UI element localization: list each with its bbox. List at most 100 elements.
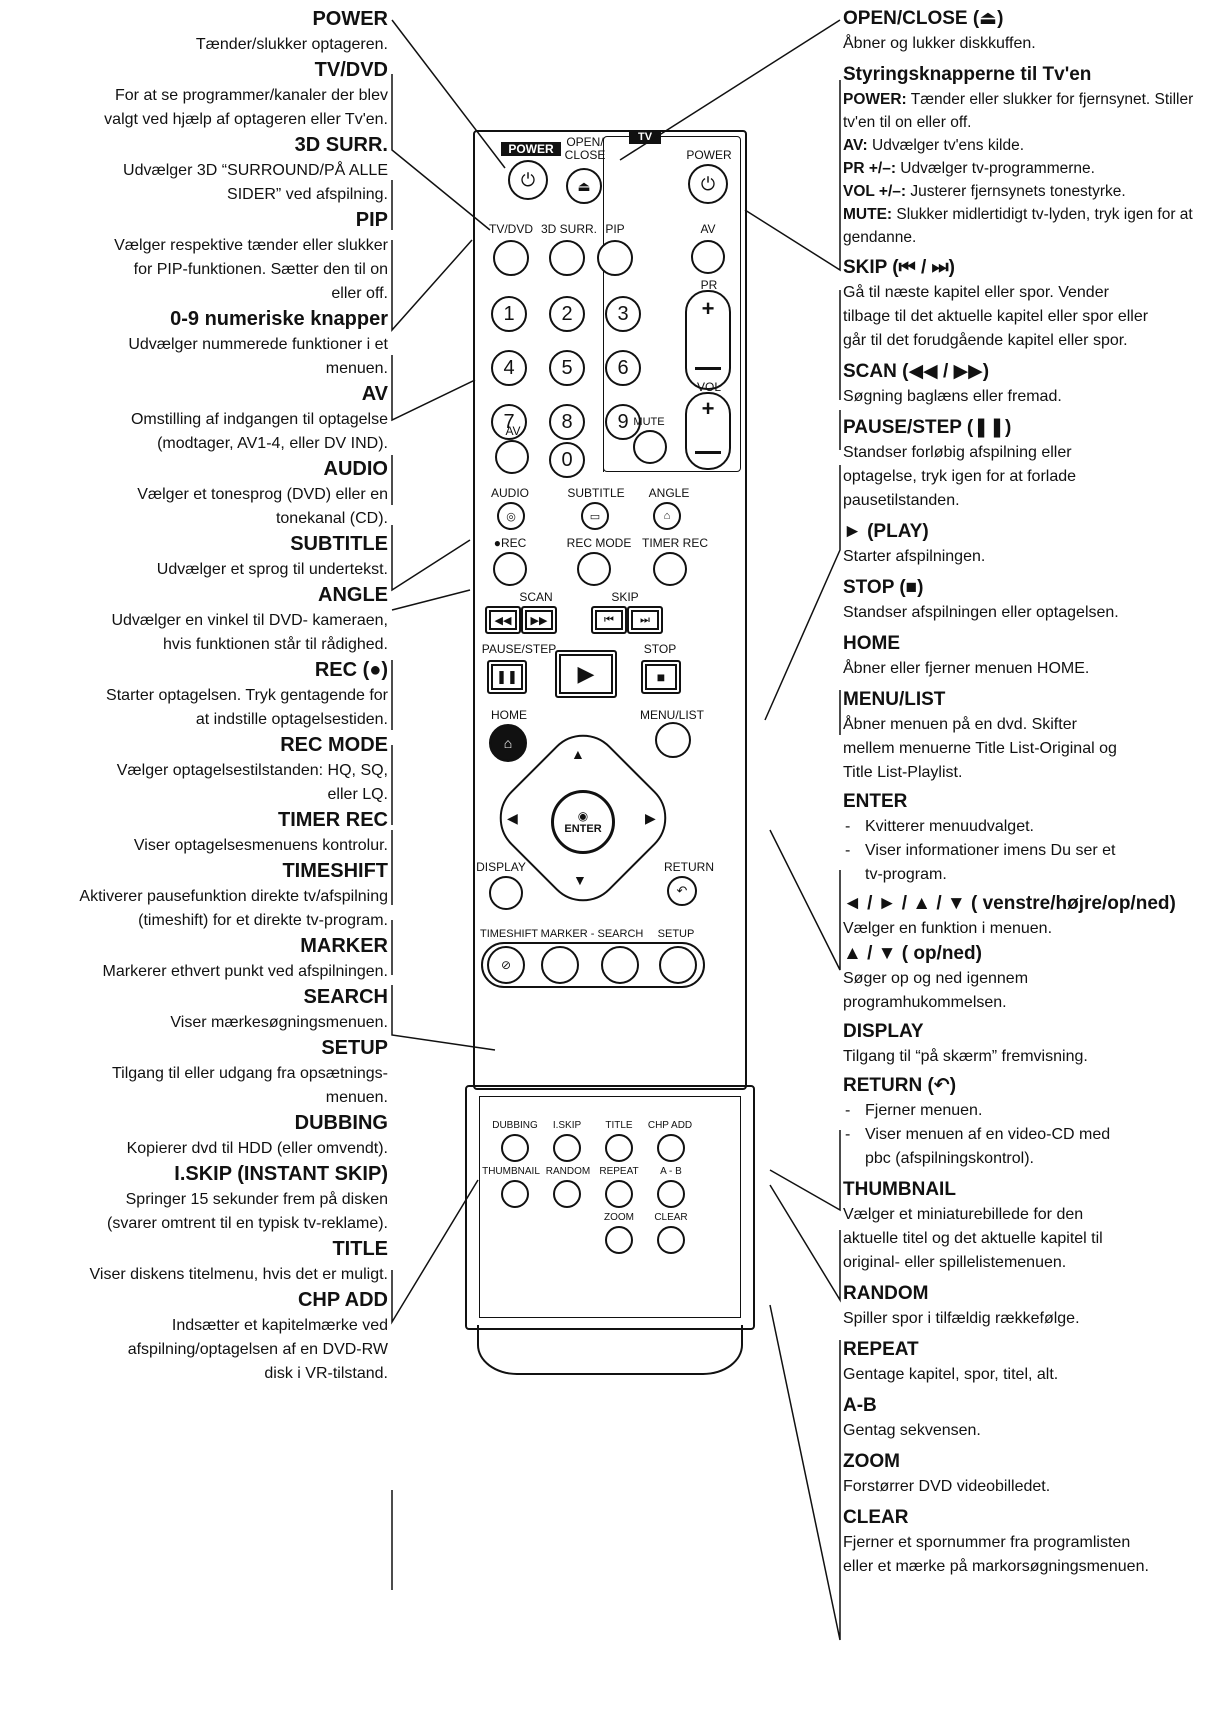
mute-button[interactable] <box>633 430 667 464</box>
vol-rocker[interactable]: + <box>685 392 731 470</box>
clear-button[interactable] <box>657 1226 685 1254</box>
nav-up-button[interactable]: ▲ <box>571 746 585 762</box>
play-icon: ▶ <box>577 661 595 686</box>
zoom-button[interactable] <box>605 1226 633 1254</box>
pr-minus-icon[interactable] <box>695 367 721 370</box>
tv-control-key: POWER: <box>843 91 907 108</box>
open-close-button[interactable]: ⏏ <box>566 168 602 204</box>
tv-power-button[interactable]: ⏻ <box>688 164 728 204</box>
nav-right-button[interactable]: ▶ <box>645 810 656 827</box>
pr-plus-icon[interactable]: + <box>701 296 715 321</box>
tv-control-line: POWER: Tænder eller slukker for fjernsyn… <box>843 88 1221 134</box>
av-label: AV <box>505 424 521 438</box>
display-button[interactable] <box>489 876 523 910</box>
ab-button[interactable] <box>657 1180 685 1208</box>
av-button[interactable] <box>495 440 529 474</box>
right-entry-title: A-B <box>843 1395 877 1416</box>
digit-button-7[interactable]: 7 <box>491 404 527 440</box>
tvdvd-button[interactable] <box>493 240 529 276</box>
subtitle-icon: ▭ <box>589 510 601 523</box>
enter-button-label: ENTER <box>564 823 602 835</box>
display-desc: Tilgang til “på skærm” fremvisning. <box>843 1048 1088 1065</box>
tv-control-value: Justerer fjernsynets tonestyrke. <box>906 183 1126 200</box>
skip-back-button[interactable]: ⏮ <box>591 606 627 634</box>
rec-mode-button[interactable] <box>577 552 611 586</box>
updown-title: ▲ / ▼ ( op/ned) <box>843 943 982 964</box>
vol-minus-icon[interactable] <box>695 451 721 454</box>
dubbing-button[interactable] <box>501 1134 529 1162</box>
right-entry: SCAN (◀◀ / ▶▶)Søgning baglæns eller frem… <box>843 359 1221 409</box>
left-entry-title: 3D SURR. <box>294 134 388 156</box>
remote-body <box>473 130 747 1090</box>
thumbnail-button[interactable] <box>501 1180 529 1208</box>
vol-plus-icon[interactable]: + <box>701 396 715 421</box>
repeat-button[interactable] <box>605 1180 633 1208</box>
digit-button-6[interactable]: 6 <box>605 350 641 386</box>
digit-button-3[interactable]: 3 <box>605 296 641 332</box>
rec-button[interactable] <box>493 552 527 586</box>
title-button[interactable] <box>605 1134 633 1162</box>
enter-title: ENTER <box>843 791 908 812</box>
right-entry-title: ► (PLAY) <box>843 521 929 542</box>
timeshift-button[interactable]: ⊘ <box>487 946 525 984</box>
eject-icon: ⏏ <box>577 177 591 194</box>
tv-control-line: MUTE: Slukker midlertidigt tv-lyden, try… <box>843 203 1221 249</box>
pip-button[interactable] <box>597 240 633 276</box>
marker-button[interactable] <box>541 946 579 984</box>
angle-button[interactable]: ⌂ <box>653 502 681 530</box>
left-entry-desc: Springer 15 sekunder frem på disken (sva… <box>107 1191 388 1232</box>
right-entry-desc: Søgning baglæns eller fremad. <box>843 388 1062 405</box>
skip-forward-button[interactable]: ⏭ <box>627 606 663 634</box>
arrows-desc: Vælger en funktion i menuen. <box>843 920 1053 937</box>
nav-down-button[interactable]: ▼ <box>573 872 587 888</box>
enter-button[interactable]: ◉ ENTER <box>551 790 615 854</box>
return-button[interactable]: ↶ <box>667 876 697 906</box>
audio-button[interactable]: ◎ <box>497 502 525 530</box>
pause-step-button[interactable]: ❚❚ <box>487 660 527 694</box>
left-entry-title: ANGLE <box>318 584 388 606</box>
bullet-item: Viser informationer imens Du ser et tv-p… <box>843 839 1221 887</box>
scan-back-button[interactable]: ◀◀ <box>485 606 521 634</box>
right-entry-title: SKIP (⏮ / ⏭) <box>843 257 955 278</box>
audio-icon: ◎ <box>506 510 516 523</box>
digit-button-4[interactable]: 4 <box>491 350 527 386</box>
play-button[interactable]: ▶ <box>555 650 617 698</box>
tv-av-button[interactable] <box>691 240 725 274</box>
mute-divider <box>603 406 604 472</box>
remote-bottom <box>477 1325 743 1375</box>
scan-forward-button[interactable]: ▶▶ <box>521 606 557 634</box>
digit-button-0[interactable]: 0 <box>549 442 585 478</box>
home-button[interactable]: ⌂ <box>489 724 527 762</box>
timer-rec-button[interactable] <box>653 552 687 586</box>
left-entry-desc: Indsætter et kapitelmærke ved afspilning… <box>127 1317 388 1382</box>
search-button[interactable] <box>601 946 639 984</box>
skip-back-icon: ⏮ <box>604 613 614 626</box>
nav-left-button[interactable]: ◀ <box>507 810 518 827</box>
setup-button[interactable] <box>659 946 697 984</box>
power-button[interactable]: ⏻ <box>508 160 548 200</box>
stop-icon: ■ <box>656 669 666 685</box>
left-entry-title: REC (●) <box>314 659 388 681</box>
digit-button-2[interactable]: 2 <box>549 296 585 332</box>
mute-label: MUTE <box>633 416 665 428</box>
rec-label: ●REC <box>493 536 527 550</box>
digit-button-5[interactable]: 5 <box>549 350 585 386</box>
digit-button-8[interactable]: 8 <box>549 404 585 440</box>
chp-add-button[interactable] <box>657 1134 685 1162</box>
subtitle-button[interactable]: ▭ <box>581 502 609 530</box>
left-entry: 3D SURR.Udvælger 3D “SURROUND/PÅ ALLE SI… <box>6 132 388 207</box>
digit-button-9[interactable]: 9 <box>605 404 641 440</box>
pr-rocker[interactable]: + <box>685 290 731 390</box>
tv-control-value: Slukker midlertidigt tv-lyden, tryk igen… <box>843 206 1193 246</box>
stop-button[interactable]: ■ <box>641 660 681 694</box>
menu-list-button[interactable] <box>655 722 691 758</box>
random-button[interactable] <box>553 1180 581 1208</box>
digit-button-1[interactable]: 1 <box>491 296 527 332</box>
surr-button[interactable] <box>549 240 585 276</box>
left-entry-title: MARKER <box>300 935 388 957</box>
iskip-button[interactable] <box>553 1134 581 1162</box>
